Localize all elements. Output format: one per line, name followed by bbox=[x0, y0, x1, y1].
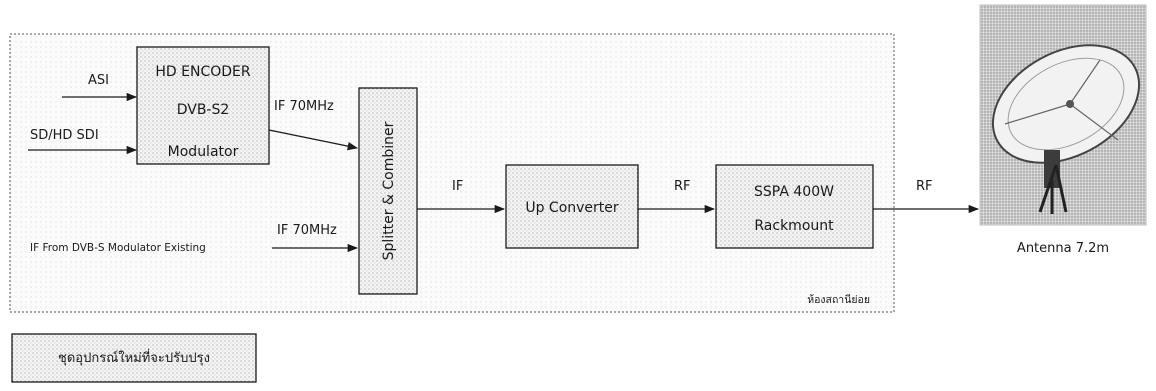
up-converter-label: Up Converter bbox=[525, 200, 619, 216]
legend-text: ชุดอุปกรณ์ใหม่ที่จะปรับปรุง bbox=[58, 349, 210, 366]
input-sdi-label: SD/HD SDI bbox=[30, 128, 99, 143]
room-label: ห้องสถานีย่อย bbox=[807, 293, 870, 306]
antenna-image bbox=[979, 4, 1147, 226]
sspa-line-1: SSPA 400W bbox=[754, 184, 834, 200]
input-existing-label: IF From DVB-S Modulator Existing bbox=[30, 242, 206, 254]
if-link-label: IF bbox=[452, 179, 463, 194]
input-asi-label: ASI bbox=[88, 73, 109, 88]
encoder-line-2: DVB-S2 bbox=[177, 102, 230, 118]
splitter-combiner-block bbox=[358, 87, 418, 295]
hd-encoder-block bbox=[136, 46, 270, 165]
encoder-line-1: HD ENCODER bbox=[155, 64, 250, 80]
sspa-line-2: Rackmount bbox=[754, 218, 834, 234]
encoder-to-splitter-arrow bbox=[268, 129, 359, 151]
up-converter-block bbox=[505, 164, 639, 249]
splitter-label: Splitter & Combiner bbox=[381, 121, 397, 260]
encoder-line-3: Modulator bbox=[168, 144, 239, 160]
antenna-caption: Antenna 7.2m bbox=[1017, 241, 1109, 256]
if70-bottom-label: IF 70MHz bbox=[277, 223, 337, 238]
if70-top-label: IF 70MHz bbox=[274, 99, 334, 114]
rf2-link-label: RF bbox=[916, 179, 933, 194]
rf1-link-label: RF bbox=[674, 179, 691, 194]
legend-box bbox=[11, 333, 257, 383]
sspa-block bbox=[715, 164, 874, 249]
